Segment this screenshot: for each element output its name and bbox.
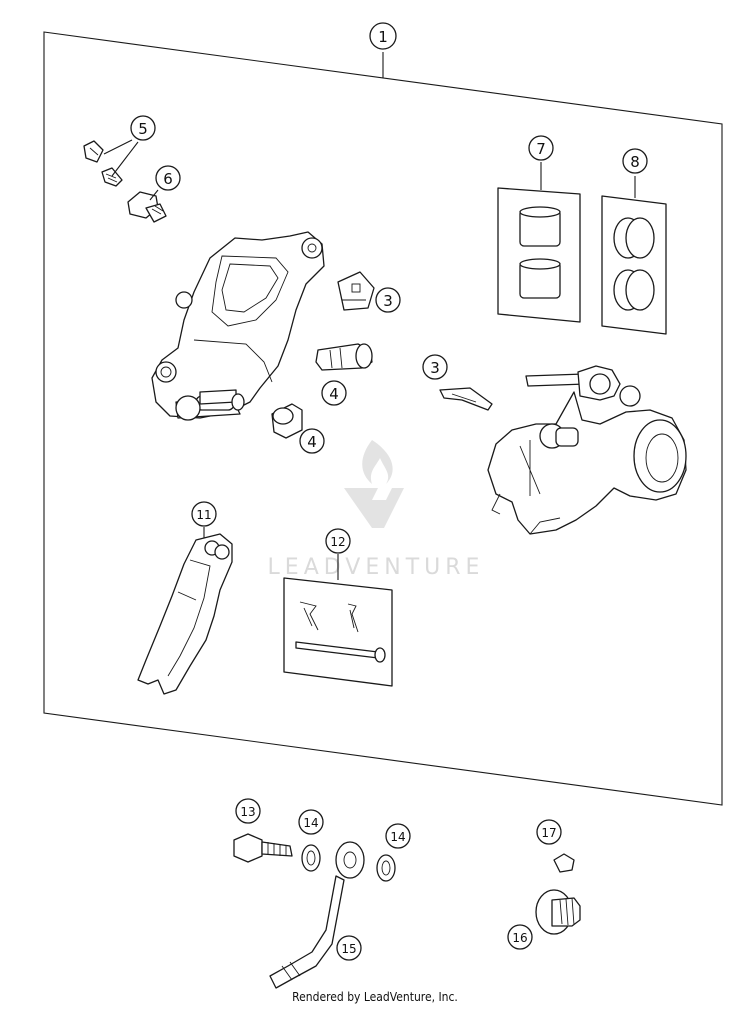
callout-11-label: 11 xyxy=(196,508,211,522)
callout-14-left-label: 14 xyxy=(303,816,318,830)
small-parts-kit xyxy=(283,577,393,687)
pad-spring-right xyxy=(439,387,493,411)
callout-4-lower-label: 4 xyxy=(307,433,317,451)
leader-lines xyxy=(103,52,636,580)
plug-screw-part xyxy=(127,191,167,223)
guide-pin-lower xyxy=(271,403,303,439)
callout-12: 12 xyxy=(325,528,351,554)
callout-4-lower: 4 xyxy=(299,428,325,454)
callout-7-label: 7 xyxy=(536,140,546,158)
seal-kit xyxy=(601,195,667,335)
callout-13-label: 13 xyxy=(240,805,255,819)
callout-14-right: 14 xyxy=(385,823,411,849)
callout-12-label: 12 xyxy=(330,535,345,549)
callout-15-label: 15 xyxy=(341,942,356,956)
callout-3-upper-label: 3 xyxy=(383,292,393,310)
brake-pad-set xyxy=(137,533,233,695)
callout-4-upper-label: 4 xyxy=(329,385,339,403)
callout-17: 17 xyxy=(536,819,562,845)
bleeder-cap-part xyxy=(553,853,575,873)
piston-kit xyxy=(497,187,581,323)
screw-plug-part xyxy=(535,889,581,935)
callout-6: 6 xyxy=(155,165,181,191)
caliper-front-housing xyxy=(151,231,325,421)
pad-spring-upper xyxy=(337,271,375,311)
callout-3-upper: 3 xyxy=(375,287,401,313)
callout-3-right: 3 xyxy=(422,354,448,380)
callout-4-upper: 4 xyxy=(321,380,347,406)
sealing-rings xyxy=(301,844,396,882)
callout-8-label: 8 xyxy=(630,153,640,171)
callout-1: 1 xyxy=(369,22,397,50)
callout-6-label: 6 xyxy=(163,170,173,188)
callout-5: 5 xyxy=(130,115,156,141)
callout-15: 15 xyxy=(336,935,362,961)
callout-7: 7 xyxy=(528,135,554,161)
callout-16: 16 xyxy=(507,924,533,950)
callout-3-right-label: 3 xyxy=(430,359,440,377)
watermark-text: LEADVENTURE xyxy=(268,555,485,580)
footer-credit: Rendered by LeadVenture, Inc. xyxy=(292,990,458,1004)
callout-16-label: 16 xyxy=(512,931,527,945)
callout-1-label: 1 xyxy=(378,28,388,46)
callout-8: 8 xyxy=(622,148,648,174)
callout-14-left: 14 xyxy=(298,809,324,835)
callout-5-label: 5 xyxy=(138,120,148,138)
caliper-support-bracket xyxy=(487,365,687,535)
brake-line-part xyxy=(269,841,365,989)
leadventure-watermark: LEADVENTURE xyxy=(268,440,485,580)
callout-14-right-label: 14 xyxy=(390,830,405,844)
callout-13: 13 xyxy=(235,798,261,824)
callout-11: 11 xyxy=(191,501,217,527)
banjo-bolt-part xyxy=(233,833,293,863)
bleeder-screw-part xyxy=(83,140,123,187)
callout-17-label: 17 xyxy=(541,826,556,840)
guide-pin-upper xyxy=(315,343,373,371)
